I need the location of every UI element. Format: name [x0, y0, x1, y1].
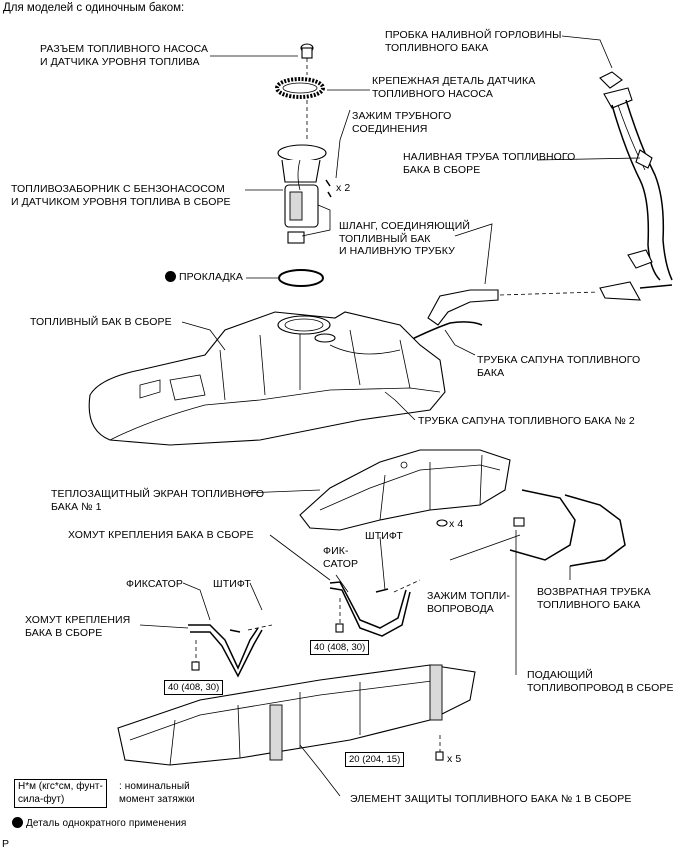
- label-retainer-top: ФИК- САТОР: [323, 545, 359, 570]
- label-retainer: КРЕПЕЖНАЯ ДЕТАЛЬ ДАТЧИКА ТОПЛИВНОГО НАСО…: [372, 75, 536, 100]
- label-protector: ЭЛЕМЕНТ ЗАЩИТЫ ТОПЛИВНОГО БАКА № 1 В СБО…: [350, 793, 632, 805]
- footer-code: P: [2, 838, 10, 850]
- label-supply-tube: ПОДАЮЩИЙ ТОПЛИВОПРОВОД В СБОРЕ: [527, 669, 674, 694]
- legend-unit-desc: : номинальный момент затяжки: [119, 781, 195, 805]
- legend-unit-box: Н*м (кгс*см, фунт- сила-фут): [14, 779, 107, 808]
- pump-connector-part: [300, 43, 314, 75]
- label-gasket-text: ПРОКЛАДКА: [179, 271, 243, 283]
- label-filler-pipe: НАЛИВНАЯ ТРУБА ТОПЛИВНОГО БАКА В СБОРЕ: [403, 151, 576, 176]
- label-retainer-left: ФИКСАТОР: [126, 578, 183, 590]
- label-fuel-clamp: ЗАЖИМ ТОПЛИ- ВОПРОВОДА: [427, 590, 511, 615]
- leader-lines: [139, 35, 641, 797]
- label-heat-shield-qty: x 4: [449, 518, 464, 530]
- label-return-tube: ВОЗВРАТНАЯ ТРУБКА ТОПЛИВНОГО БАКА: [537, 586, 651, 611]
- torque-spec-protector: 20 (204, 15): [345, 752, 405, 767]
- label-filler-cap: ПРОБКА НАЛИВНОЙ ГОРЛОВИНЫ ТОПЛИВНОГО БАК…: [385, 29, 562, 54]
- non-reusable-dot-icon: [165, 271, 176, 282]
- label-protector-qty: x 5: [447, 753, 462, 765]
- legend-non-reusable-text: Деталь однократного применения: [26, 818, 187, 829]
- label-tank: ТОПЛИВНЫЙ БАК В СБОРЕ: [30, 316, 172, 328]
- tank-protector-part: [117, 664, 476, 766]
- label-breather2: ТРУБКА САПУНА ТОПЛИВНОГО БАКА № 2: [418, 415, 635, 427]
- connecting-hose-part: [427, 289, 599, 326]
- tank-band-left-part: [188, 624, 273, 678]
- label-band-top: ХОМУТ КРЕПЛЕНИЯ БАКА В СБОРЕ: [68, 529, 254, 541]
- page-title: Для моделей с одиночным баком:: [3, 2, 185, 14]
- fuel-tubes-part: [509, 489, 626, 567]
- filler-pipe-part: [599, 71, 673, 301]
- gasket-part: [278, 269, 324, 287]
- torque-spec-band-left: 40 (408, 30): [164, 680, 224, 695]
- heat-shield-part: [299, 449, 511, 531]
- label-pump-connector: РАЗЪЕМ ТОПЛИВНОГО НАСОСА И ДАТЧИКА УРОВН…: [40, 43, 209, 68]
- label-breather: ТРУБКА САПУНА ТОПЛИВНОГО БАКА: [477, 354, 641, 379]
- label-tube-clamp-qty: x 2: [336, 182, 351, 194]
- label-pin-top: ШТИФТ: [365, 530, 403, 542]
- fuel-tank-part: [88, 311, 446, 446]
- label-pin-left: ШТИФТ: [213, 578, 251, 590]
- label-tube-clamp: ЗАЖИМ ТРУБНОГО СОЕДИНЕНИЯ: [352, 110, 452, 135]
- label-suction-assy: ТОПЛИВОЗАБОРНИК С БЕНЗОНАСОСОМ И ДАТЧИКО…: [11, 183, 231, 208]
- label-hose: ШЛАНГ, СОЕДИНЯЮЩИЙ ТОПЛИВНЫЙ БАК И НАЛИВ…: [339, 220, 471, 257]
- fuel-pump-assembly-part: [277, 100, 332, 244]
- torque-spec-band-top: 40 (408, 30): [310, 640, 370, 655]
- label-band-left: ХОМУТ КРЕПЛЕНИЯ БАКА В СБОРЕ: [25, 614, 131, 639]
- legend-non-reusable: Деталь однократного применения: [12, 817, 186, 831]
- label-gasket: ПРОКЛАДКА: [165, 271, 243, 284]
- breather-tube-part: [399, 321, 483, 346]
- label-heat-shield: ТЕПЛОЗАЩИТНЫЙ ЭКРАН ТОПЛИВНОГО БАКА № 1: [51, 488, 265, 513]
- non-reusable-dot-icon: [12, 817, 23, 828]
- tank-band-top-part: [329, 579, 421, 637]
- retainer-ring-part: [275, 77, 325, 99]
